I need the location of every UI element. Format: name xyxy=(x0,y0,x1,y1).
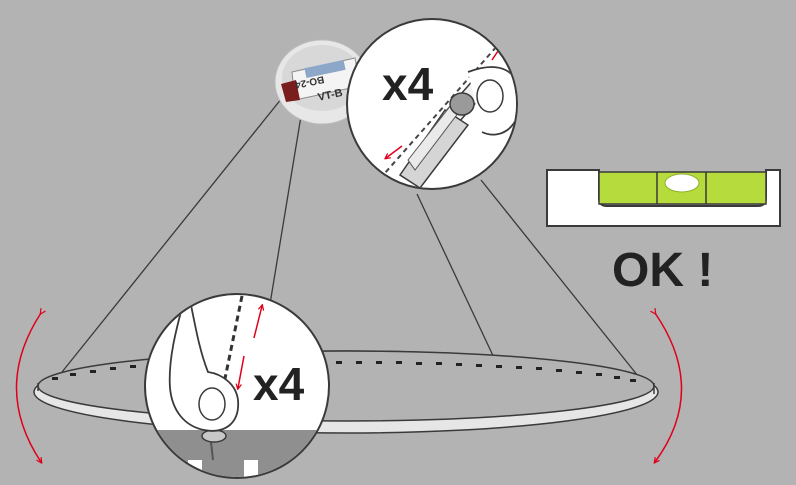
led-dots xyxy=(52,361,636,382)
level-bubble xyxy=(664,173,700,193)
spirit-level xyxy=(546,169,781,227)
bottom-count-label: x4 xyxy=(253,358,305,410)
led-ring xyxy=(33,350,659,434)
top-count-label: x4 xyxy=(382,58,434,110)
rotate-right-arrow xyxy=(655,313,683,462)
cable-center-right xyxy=(416,193,497,363)
suspension-cables xyxy=(61,87,643,382)
top-adjust-callout: x4 xyxy=(346,18,518,190)
cable-right xyxy=(480,179,643,382)
bottom-adjust-callout: x4 xyxy=(144,293,330,479)
rotate-left-arrow xyxy=(15,313,42,462)
cable-center-left xyxy=(269,103,304,305)
cable-left xyxy=(61,87,291,373)
level-status-label: OK ! xyxy=(612,244,713,297)
canopy-label-lower: VT-B xyxy=(317,87,344,104)
rotation-arrows xyxy=(15,313,683,462)
